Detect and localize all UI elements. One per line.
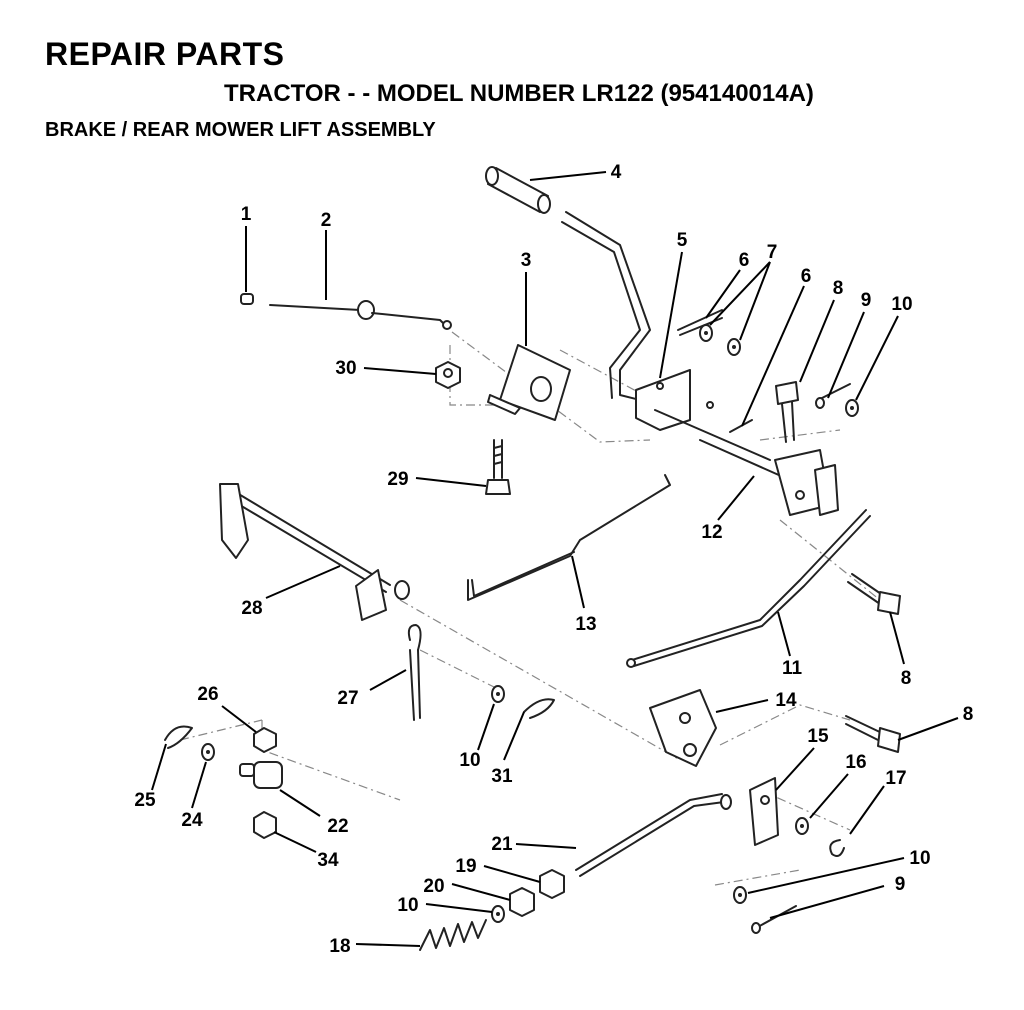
callout-9-top: 9	[861, 290, 872, 311]
callout-10-lower-right: 10	[909, 848, 930, 869]
callout-10-lower-left: 10	[397, 895, 418, 916]
callout-5: 5	[677, 230, 688, 251]
part-20-nut	[509, 887, 535, 917]
part-9-cotter-pin	[815, 383, 851, 409]
callout-28: 28	[241, 598, 262, 619]
callout-27: 27	[337, 688, 358, 709]
part-28-lift-shaft	[219, 483, 410, 621]
part-12-shaft-bracket	[699, 439, 839, 516]
callout-2: 2	[321, 210, 332, 231]
callout-9-lower: 9	[895, 874, 906, 895]
callout-8-lower: 8	[963, 704, 974, 725]
part-30-nut	[435, 361, 461, 389]
callout-leader-lines	[151, 171, 959, 947]
callout-22: 22	[327, 816, 348, 837]
callout-1: 1	[241, 204, 252, 225]
assembly-guide-lines	[179, 331, 881, 886]
part-24-washer	[201, 743, 215, 761]
part-21-brake-rod	[575, 793, 732, 877]
part-2-brake-rod	[269, 300, 452, 330]
part-1-pin	[240, 293, 254, 305]
part-13-lift-rod	[467, 474, 671, 601]
part-8-bolt-middle	[847, 573, 901, 615]
part-29-bolt	[485, 439, 511, 495]
callout-7: 7	[767, 242, 778, 263]
callout-34: 34	[317, 850, 339, 871]
callout-16: 16	[845, 752, 866, 773]
part-10-washer-top	[845, 399, 859, 417]
callout-10-top: 10	[891, 294, 912, 315]
part-18-spring	[419, 919, 487, 951]
part-3-bracket	[487, 344, 571, 421]
part-15-plate	[749, 777, 779, 846]
part-31-hairpin-clip	[523, 698, 555, 719]
callout-25: 25	[134, 790, 156, 811]
part-17-e-clip	[829, 839, 845, 857]
callout-17: 17	[885, 768, 906, 789]
callout-21: 21	[491, 834, 513, 855]
model-subtitle: TRACTOR - - MODEL NUMBER LR122 (95414001…	[224, 80, 814, 107]
part-14-bracket	[649, 689, 717, 767]
callout-14: 14	[775, 690, 797, 711]
callout-20: 20	[423, 876, 444, 897]
part-27-eyebolt	[407, 624, 422, 721]
part-25-hairpin-clip	[164, 725, 193, 749]
part-7-washer-a	[699, 324, 713, 342]
part-26-nut	[253, 727, 277, 753]
callout-26: 26	[197, 684, 218, 705]
part-22-swivel	[239, 761, 283, 789]
callout-4: 4	[611, 162, 622, 183]
callout-8-top: 8	[833, 278, 844, 299]
callout-12: 12	[701, 522, 722, 543]
part-4-handle-grip	[485, 166, 551, 214]
assembly-section-title: BRAKE / REAR MOWER LIFT ASSEMBLY	[45, 119, 436, 141]
part-8-bolt-lower	[845, 715, 901, 753]
part-34-nut	[253, 811, 277, 839]
callout-6-upper: 6	[739, 250, 750, 271]
part-6-cotter-pin-lower	[729, 419, 753, 433]
callout-19: 19	[455, 856, 476, 877]
part-7-washer-b	[727, 338, 741, 356]
callout-24: 24	[181, 810, 203, 831]
callout-15: 15	[807, 726, 829, 747]
part-10-washer-middle	[491, 685, 505, 703]
callout-10-middle: 10	[459, 750, 480, 771]
callout-31: 31	[491, 766, 513, 787]
callout-numbers: 1 2 3 4 5 6 7 6 8 9 10 30 29 12 13 28 11…	[134, 162, 973, 957]
part-5-lift-lever	[561, 211, 771, 461]
callout-30: 30	[335, 358, 356, 379]
part-8-bolt-top	[775, 381, 799, 443]
callout-18: 18	[329, 936, 350, 957]
callout-13: 13	[575, 614, 596, 635]
part-10-washer-lower-right	[733, 886, 747, 904]
part-16-washer	[795, 817, 809, 835]
page-title: REPAIR PARTS	[45, 36, 285, 72]
part-19-nut	[539, 869, 565, 899]
part-11-rod	[626, 509, 871, 668]
part-10-washer-lower-left	[491, 905, 505, 923]
callout-6-lower: 6	[801, 266, 812, 287]
part-9-cotter-pin-lower	[751, 905, 797, 934]
callout-8-middle: 8	[901, 668, 912, 689]
callout-3: 3	[521, 250, 532, 271]
callout-29: 29	[387, 469, 408, 490]
callout-11: 11	[782, 658, 803, 679]
